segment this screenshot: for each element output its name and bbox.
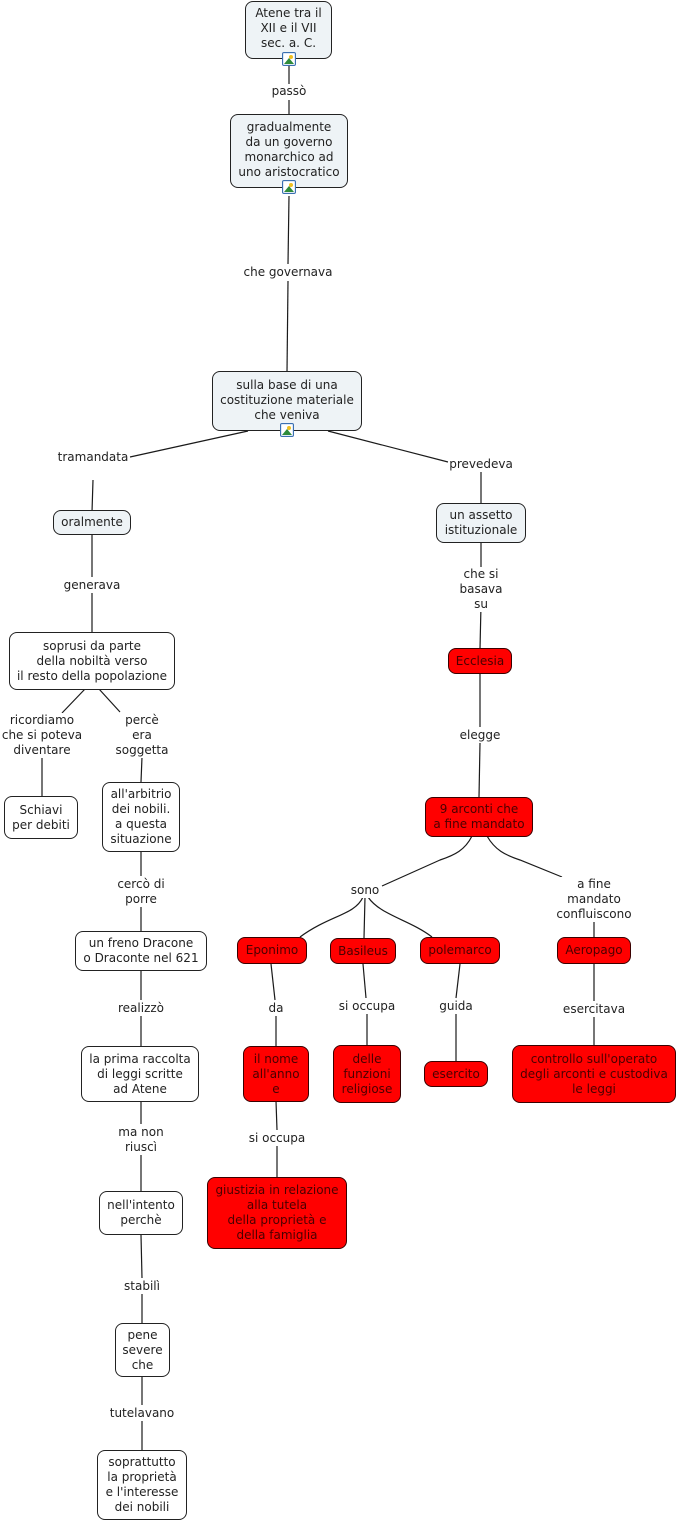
concept-intento[interactable]: nell'intento perchè xyxy=(99,1191,183,1235)
concept-controllo[interactable]: controllo sull'operato degli arconti e c… xyxy=(512,1045,676,1103)
concept-ecclesia[interactable]: Ecclesia xyxy=(448,648,512,674)
concept-costituzione[interactable]: sulla base di una costituzione materiale… xyxy=(212,371,362,431)
link-basava[interactable]: che si basava su xyxy=(458,567,504,612)
line-basileus-occupa xyxy=(362,963,367,999)
concept-soprattutto[interactable]: soprattutto la proprietà e l'interesse d… xyxy=(97,1450,187,1520)
link-stabili[interactable]: stabilì xyxy=(123,1279,161,1294)
line-soprusi-ricordiamo xyxy=(61,688,86,714)
concept-giustizia[interactable]: giustizia in relazione alla tutela della… xyxy=(207,1177,347,1249)
concept-arbitrio[interactable]: all'arbitrio dei nobili. a questa situaz… xyxy=(102,782,180,852)
link-realizzo[interactable]: realizzò xyxy=(116,1001,166,1016)
line-sono-eponimo xyxy=(299,896,364,938)
line-soprusi-perce xyxy=(98,688,121,713)
line-costituzione-tramandata xyxy=(129,430,249,458)
concept-nome-anno[interactable]: il nome all'anno e xyxy=(243,1046,309,1102)
link-prevedeva[interactable]: prevedeva xyxy=(448,457,514,472)
line-sono-basileus xyxy=(363,896,366,939)
concept-raccolta[interactable]: la prima raccolta di leggi scritte ad At… xyxy=(81,1046,199,1102)
line-eponimo-da xyxy=(270,963,276,1001)
link-tramandata[interactable]: tramandata xyxy=(56,450,130,465)
link-tutelavano[interactable]: tutelavano xyxy=(108,1406,176,1421)
line-gradualmente-governava xyxy=(287,195,290,265)
line-arconti-sono xyxy=(381,835,473,887)
link-sono[interactable]: sono xyxy=(349,883,381,898)
concept-gradualmente[interactable]: gradualmente da un governo monarchico ad… xyxy=(230,114,348,188)
line-governava-costituzione xyxy=(286,280,289,373)
link-governava[interactable]: che governava xyxy=(242,265,334,280)
concept-atene[interactable]: Atene tra il XII e il VII sec. a. C. xyxy=(245,1,332,59)
concept-arconti[interactable]: 9 arconti che a fine mandato xyxy=(425,797,533,837)
link-generava[interactable]: generava xyxy=(62,578,122,593)
link-perce[interactable]: percè era soggetta xyxy=(114,713,170,758)
link-cerco[interactable]: cercò di porre xyxy=(116,877,166,907)
concept-aeropago[interactable]: Aeropago xyxy=(557,937,631,964)
link-da[interactable]: da xyxy=(267,1001,285,1016)
line-costituzione-prevedeva xyxy=(327,430,449,463)
link-manon[interactable]: ma non riuscì xyxy=(117,1125,165,1155)
link-confluiscono[interactable]: a fine mandato confluiscono xyxy=(552,877,636,922)
link-guida[interactable]: guida xyxy=(438,999,474,1014)
concept-eponimo[interactable]: Eponimo xyxy=(237,937,307,964)
line-nome-occupa xyxy=(275,1100,278,1131)
concept-assetto[interactable]: un assetto istituzionale xyxy=(436,503,526,543)
image-attachment-icon[interactable] xyxy=(282,52,296,66)
line-perce-arbitrio xyxy=(140,756,143,783)
line-arconti-confluiscono xyxy=(486,835,563,878)
concept-funzioni[interactable]: delle funzioni religiose xyxy=(333,1045,401,1103)
line-elegge-arconti xyxy=(478,742,481,798)
line-intento-stabili xyxy=(140,1234,143,1279)
concept-soprusi[interactable]: soprusi da parte della nobiltà verso il … xyxy=(9,632,175,690)
link-passo[interactable]: passò xyxy=(270,84,308,99)
concept-oralmente[interactable]: oralmente xyxy=(53,510,131,535)
line-sono-polemarco xyxy=(367,896,433,938)
line-basava-ecclesia xyxy=(479,604,482,650)
image-attachment-icon[interactable] xyxy=(280,423,294,437)
link-ricordiamo[interactable]: ricordiamo che si poteva diventare xyxy=(0,713,84,758)
image-attachment-icon[interactable] xyxy=(282,180,296,194)
concept-pene[interactable]: pene severe che xyxy=(115,1323,170,1377)
concept-freno[interactable]: un freno Dracone o Draconte nel 621 xyxy=(75,931,207,971)
line-polemarco-guida xyxy=(455,963,461,999)
link-si-occupa-basileus[interactable]: si occupa xyxy=(337,999,397,1014)
link-si-occupa-eponimo[interactable]: si occupa xyxy=(247,1131,307,1146)
concept-schiavi[interactable]: Schiavi per debiti xyxy=(4,796,78,839)
concept-esercito[interactable]: esercito xyxy=(424,1061,488,1087)
line-tramandata-oralmente xyxy=(91,479,94,513)
link-esercitava[interactable]: esercitava xyxy=(561,1002,627,1017)
concept-basileus[interactable]: Basileus xyxy=(330,938,396,964)
concept-polemarco[interactable]: polemarco xyxy=(420,937,500,964)
link-elegge[interactable]: elegge xyxy=(458,728,502,743)
